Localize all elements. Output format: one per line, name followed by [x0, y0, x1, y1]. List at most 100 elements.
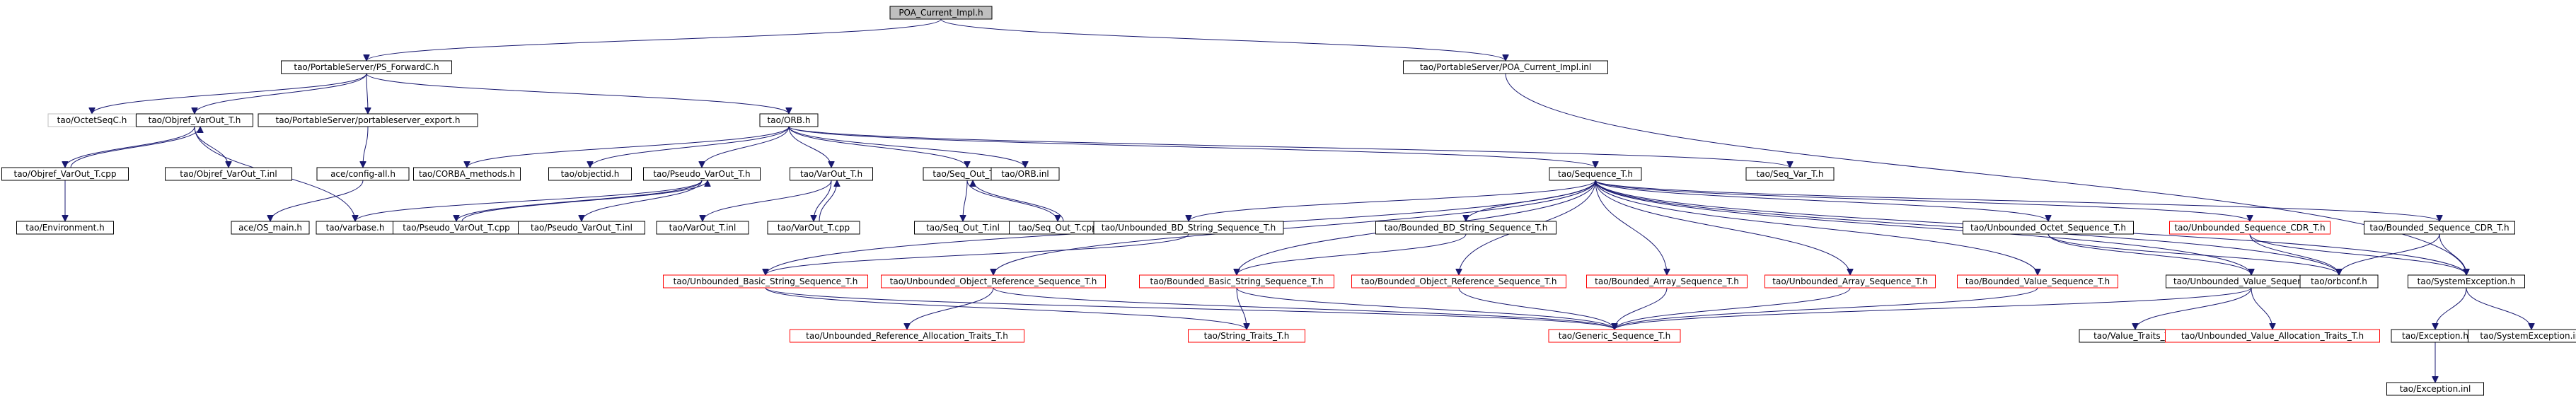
edge-bcdr-to-sysexc — [2439, 233, 2466, 275]
node-unbarray[interactable]: tao/Unbounded_Array_Sequence_T.h — [1764, 274, 1936, 289]
edge-sequence-to-unbbdstr — [1189, 180, 1596, 222]
node-pseudovaroutcpp[interactable]: tao/Pseudo_VarOut_T.cpp — [393, 221, 520, 235]
edge-bbasicstr-to-strtraits — [1236, 287, 1247, 330]
node-unbvalalloc[interactable]: tao/Unbounded_Value_Allocation_Traits_T.… — [2165, 329, 2380, 343]
node-unbrefalloc[interactable]: tao/Unbounded_Reference_Allocation_Trait… — [790, 329, 1024, 343]
node-osmain[interactable]: ace/OS_main.h — [231, 221, 310, 235]
node-pseudovarout[interactable]: tao/Pseudo_VarOut_T.h — [643, 167, 761, 181]
node-box — [2386, 382, 2484, 396]
node-bbdstr[interactable]: tao/Bounded_BD_String_Sequence_T.h — [1375, 221, 1556, 235]
node-label: tao/VarOut_T.h — [800, 169, 862, 179]
edge-sequence-to-bvalue — [1595, 180, 2038, 275]
graph-edges — [65, 18, 2531, 383]
node-octetseq[interactable]: tao/OctetSeqC.h — [47, 113, 137, 127]
node-psfwd[interactable]: tao/PortableServer/PS_ForwardC.h — [281, 60, 452, 74]
node-orb[interactable]: tao/ORB.h — [759, 113, 819, 127]
edge-pseudovarout-to-pseudovaroutinl — [582, 180, 703, 222]
edge-bcdr-to-orbconf — [2339, 233, 2440, 276]
node-unbbdstr[interactable]: tao/Unbounded_BD_String_Sequence_T.h — [1093, 221, 1284, 235]
node-barray[interactable]: tao/Bounded_Array_Sequence_T.h — [1586, 274, 1748, 289]
node-label: tao/Bounded_Value_Sequence_T.h — [1965, 276, 2110, 286]
node-label: tao/Objref_VarOut_T.inl — [180, 169, 277, 179]
node-bobjref[interactable]: tao/Bounded_Object_Reference_Sequence_T.… — [1351, 274, 1566, 289]
node-seqvar[interactable]: tao/Seq_Var_T.h — [1745, 167, 1835, 181]
node-corbamethods[interactable]: tao/CORBA_methods.h — [413, 167, 521, 181]
edge-objvarout-to-objvaroutcpp — [65, 126, 195, 168]
node-bbasicstr[interactable]: tao/Bounded_Basic_String_Sequence_T.h — [1139, 274, 1334, 289]
node-poaimplinl[interactable]: tao/PortableServer/POA_Current_Impl.inl — [1403, 60, 1608, 74]
node-strtraits[interactable]: tao/String_Traits_T.h — [1188, 329, 1305, 343]
node-pseudovaroutinl[interactable]: tao/Pseudo_VarOut_T.inl — [518, 221, 645, 235]
node-label: tao/ORB.h — [768, 115, 811, 125]
edge-unbbdstr-to-unbbasicstr — [766, 233, 1189, 276]
node-box — [759, 113, 819, 127]
node-unboctet[interactable]: tao/Unbounded_Octet_Sequence_T.h — [1963, 221, 2134, 235]
edge-pseudovaroutcpp-to-pseudovarout — [461, 180, 707, 222]
node-orbinl[interactable]: tao/ORB.inl — [990, 167, 1060, 181]
node-label: tao/Pseudo_VarOut_T.h — [653, 169, 750, 179]
node-label: tao/Unbounded_Value_Allocation_Traits_T.… — [2181, 331, 2364, 341]
edge-psfwd-to-objvarout — [195, 73, 367, 115]
node-box — [1548, 329, 1681, 343]
node-varbase[interactable]: tao/varbase.h — [316, 221, 395, 235]
node-sequence[interactable]: tao/Sequence_T.h — [1549, 167, 1642, 181]
node-label: tao/Objref_VarOut_T.cpp — [14, 169, 117, 179]
edge-sequence-to-unbarray — [1595, 180, 1850, 275]
node-box — [790, 329, 1024, 343]
node-generic[interactable]: tao/Generic_Sequence_T.h — [1548, 329, 1681, 343]
edge-orb-to-orbinl — [788, 126, 1025, 168]
node-label: tao/Sequence_T.h — [1558, 169, 1633, 179]
node-exception[interactable]: tao/Exception.h — [2391, 329, 2480, 343]
node-psexport[interactable]: tao/PortableServer/portableserver_export… — [258, 113, 478, 127]
node-label: tao/objectid.h — [561, 169, 620, 179]
edge-unbcdr-to-orbconf — [2249, 233, 2339, 276]
node-unbvalue[interactable]: tao/Unbounded_Value_Sequence_T.h — [2166, 274, 2337, 289]
edge-orb-to-pseudovarout — [702, 126, 790, 168]
node-varoutcpp[interactable]: tao/VarOut_T.cpp — [767, 221, 860, 235]
node-varout[interactable]: tao/VarOut_T.h — [790, 167, 873, 181]
node-box — [1403, 60, 1608, 74]
node-sysexc[interactable]: tao/SystemException.h — [2408, 274, 2525, 289]
edge-root-to-poaimplinl — [940, 18, 1506, 62]
node-box — [1375, 221, 1556, 235]
edge-orb-to-seqout — [788, 126, 967, 168]
node-objvaroutcpp[interactable]: tao/Objref_VarOut_T.cpp — [1, 167, 129, 181]
node-box — [643, 167, 761, 181]
edge-sequence-to-unbobjref — [993, 180, 1596, 275]
node-exceptioninl[interactable]: tao/Exception.inl — [2386, 382, 2484, 396]
edge-sequence-to-unbvalue — [1595, 180, 2251, 275]
node-box — [656, 221, 749, 235]
node-unbbasicstr[interactable]: tao/Unbounded_Basic_String_Sequence_T.h — [663, 274, 868, 289]
node-box — [518, 221, 645, 235]
node-box — [790, 167, 873, 181]
node-unbobjref[interactable]: tao/Unbounded_Object_Reference_Sequence_… — [881, 274, 1106, 289]
node-objvarout[interactable]: tao/Objref_VarOut_T.h — [136, 113, 253, 127]
node-objvaroutinl[interactable]: tao/Objref_VarOut_T.inl — [165, 167, 292, 181]
edge-psfwd-to-psexport — [366, 73, 368, 114]
node-orbconf[interactable]: tao/orbconf.h — [2299, 274, 2379, 289]
node-label: tao/Unbounded_Basic_String_Sequence_T.h — [674, 276, 858, 286]
node-bcdr[interactable]: tao/Bounded_Sequence_CDR_T.h — [2364, 221, 2515, 235]
node-label: tao/Unbounded_BD_String_Sequence_T.h — [1102, 223, 1276, 233]
edge-orb-to-corbamethods — [467, 126, 790, 168]
node-sysexcinl[interactable]: tao/SystemException.inl — [2468, 329, 2576, 343]
node-varoutinl[interactable]: tao/VarOut_T.inl — [656, 221, 749, 235]
node-seqout[interactable]: tao/Seq_Out_T.h — [923, 167, 1012, 181]
node-bvalue[interactable]: tao/Bounded_Value_Sequence_T.h — [1957, 274, 2118, 289]
node-aceconfig[interactable]: ace/config-all.h — [316, 167, 410, 181]
node-objectid[interactable]: tao/objectid.h — [548, 167, 632, 181]
node-valuetraits[interactable]: tao/Value_Traits_T.h — [2079, 329, 2192, 343]
node-environment[interactable]: tao/Environment.h — [16, 221, 114, 235]
node-box — [663, 274, 868, 289]
node-box — [767, 221, 860, 235]
node-unbcdr[interactable]: tao/Unbounded_Sequence_CDR_T.h — [2169, 221, 2330, 235]
node-label: tao/Seq_Var_T.h — [1757, 169, 1824, 179]
node-label: tao/Unbounded_Value_Sequence_T.h — [2173, 276, 2329, 286]
edge-seqoutcpp-to-seqout — [973, 180, 1064, 222]
node-seqoutcpp[interactable]: tao/Seq_Out_T.cpp — [1009, 221, 1107, 235]
node-label: tao/Exception.h — [2402, 331, 2468, 341]
node-box — [1351, 274, 1566, 289]
node-box — [2468, 329, 2576, 343]
node-seqoutinl[interactable]: tao/Seq_Out_T.inl — [914, 221, 1012, 235]
